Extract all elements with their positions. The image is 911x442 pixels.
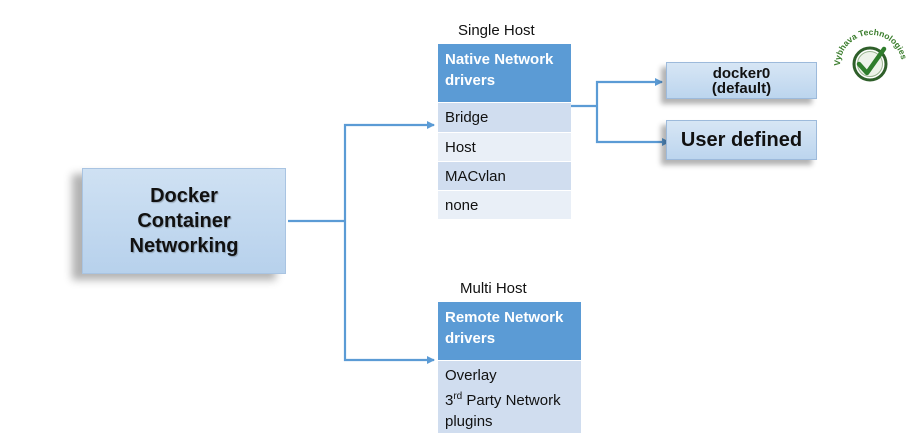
connector-to-docker0 [595, 78, 663, 106]
docker0-default-note: (default) [711, 79, 772, 97]
single-host-label: Single Host [458, 22, 535, 39]
driver-row-bridge: Bridge [438, 102, 571, 132]
remote-driver-overlay: Overlay [445, 367, 497, 384]
connector-to-single-host [343, 121, 435, 221]
remote-header-line-1: Remote Network [445, 309, 564, 326]
remote-network-drivers-table: Remote Network drivers Overlay 3rd Party… [438, 302, 581, 433]
driver-row-macvlan: MACvlan [438, 161, 571, 190]
docker0-label: docker0 [712, 64, 771, 82]
native-network-drivers-table: Native Network drivers Bridge Host MACvl… [438, 44, 571, 219]
third-party-prefix: 3 [445, 392, 454, 409]
driver-row-host: Host [438, 132, 571, 161]
remote-driver-plugins: plugins [445, 413, 493, 430]
main-line-3: Networking [129, 234, 239, 257]
multi-host-label: Multi Host [460, 280, 527, 297]
third-party-ordinal: rd [453, 391, 463, 402]
vybhava-logo: Vybhava Technologies [832, 26, 909, 88]
user-defined-box: User defined [666, 120, 817, 160]
third-party-rest: Party Network [462, 392, 561, 409]
remote-header-line-2: drivers [445, 330, 496, 347]
docker-container-networking-box: Docker Container Networking [82, 168, 286, 274]
native-header-line-2: drivers [445, 72, 496, 89]
remote-driver-third-party: 3rd Party Network [445, 386, 574, 411]
main-line-2: Container [137, 209, 231, 232]
native-network-drivers-header: Native Network drivers [438, 44, 571, 102]
driver-row-none: none [438, 190, 571, 219]
check-mark-icon: Vybhava Technologies [832, 27, 909, 82]
remote-drivers-body: Overlay 3rd Party Network plugins [438, 360, 581, 433]
remote-network-drivers-header: Remote Network drivers [438, 302, 581, 360]
native-header-line-1: Native Network [445, 51, 554, 68]
main-line-1: Docker [150, 184, 218, 207]
connector-to-user-defined [595, 106, 670, 146]
user-defined-label: User defined [680, 128, 803, 151]
connector-to-multi-host [343, 221, 435, 364]
docker0-box: docker0 (default) [666, 62, 817, 99]
